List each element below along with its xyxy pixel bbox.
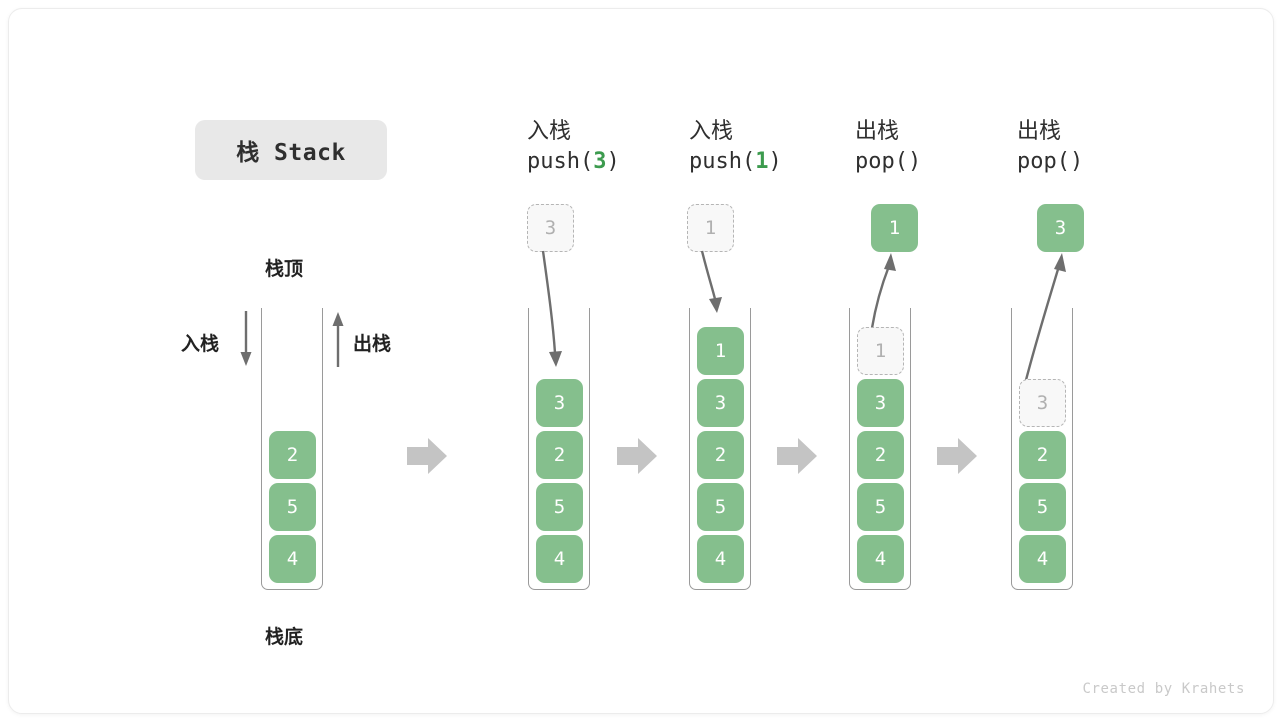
stack-container-push-1: 1 3 2 5 4 — [689, 308, 751, 590]
stack-cell: 1 — [697, 327, 744, 375]
stack-cell: 2 — [857, 431, 904, 479]
column-header-push-3: 入栈 push(3) — [527, 117, 727, 178]
column-header-cn: 出栈 — [1017, 119, 1062, 144]
stack-cell: 4 — [857, 535, 904, 583]
label-push-side: 入栈 — [181, 333, 220, 355]
stack-cell: 3 — [857, 379, 904, 427]
stack-cell: 2 — [697, 431, 744, 479]
stack-ghost-cell: 1 — [857, 327, 904, 375]
code-prefix: push( — [527, 149, 594, 175]
pop-motion-arrow-icon — [1024, 253, 1066, 381]
push-motion-arrow-icon — [541, 250, 562, 367]
code-arg: 1 — [755, 149, 769, 175]
stack-cell: 3 — [697, 379, 744, 427]
column-header-pop-1: 出栈 pop() — [855, 117, 1055, 178]
pop-direction-arrow-icon — [332, 312, 344, 367]
floating-popped-cell: 3 — [1037, 204, 1084, 252]
column-header-cn: 入栈 — [689, 119, 734, 144]
stack-cell: 3 — [536, 379, 583, 427]
floating-ghost-cell: 1 — [687, 204, 734, 252]
footer-credit: Created by Krahets — [1082, 681, 1245, 697]
stack-cell: 4 — [697, 535, 744, 583]
diagram-canvas: 栈 Stack 栈顶 栈底 入栈 出栈 2 5 4 入栈 push(3) 3 3… — [8, 8, 1274, 714]
title-text: 栈 Stack — [236, 140, 346, 166]
column-header-cn: 入栈 — [527, 119, 572, 144]
code-suffix: ) — [1069, 149, 1084, 175]
pop-motion-arrow-icon — [870, 253, 896, 329]
code-prefix: pop( — [1017, 149, 1070, 175]
stack-cell: 4 — [536, 535, 583, 583]
push-direction-arrow-icon — [240, 311, 252, 366]
code-prefix: pop( — [855, 149, 908, 175]
stack-cell: 4 — [269, 535, 316, 583]
stack-cell: 2 — [269, 431, 316, 479]
label-stack-bottom: 栈底 — [265, 626, 304, 648]
push-motion-arrow-icon — [700, 250, 722, 313]
stack-cell: 5 — [536, 483, 583, 531]
step-arrow-icon — [777, 438, 817, 474]
column-header-code: push(3) — [527, 147, 727, 177]
stack-cell: 5 — [1019, 483, 1066, 531]
code-arg: 3 — [593, 149, 607, 175]
label-pop-side: 出栈 — [353, 333, 392, 355]
stack-cell: 4 — [1019, 535, 1066, 583]
stack-container-pop-3: 3 2 5 4 — [1011, 308, 1073, 590]
label-stack-top: 栈顶 — [265, 258, 304, 280]
step-arrow-icon — [407, 438, 447, 474]
code-suffix: ) — [907, 149, 922, 175]
code-suffix: ) — [606, 149, 620, 175]
stack-container-initial: 2 5 4 — [261, 308, 323, 590]
column-header-push-1: 入栈 push(1) — [689, 117, 889, 178]
column-header-code: pop() — [855, 147, 1055, 177]
floating-ghost-cell: 3 — [527, 204, 574, 252]
column-header-code: pop() — [1017, 147, 1217, 177]
floating-popped-cell: 1 — [871, 204, 918, 252]
code-prefix: push( — [689, 149, 756, 175]
step-arrow-icon — [937, 438, 977, 474]
stack-cell: 5 — [857, 483, 904, 531]
stack-cell: 5 — [697, 483, 744, 531]
column-header-code: push(1) — [689, 147, 889, 177]
stack-cell: 2 — [536, 431, 583, 479]
code-suffix: ) — [768, 149, 782, 175]
stack-container-push-3: 3 2 5 4 — [528, 308, 590, 590]
stack-container-pop-1: 1 3 2 5 4 — [849, 308, 911, 590]
stack-ghost-cell: 3 — [1019, 379, 1066, 427]
page-title: 栈 Stack — [195, 120, 387, 180]
stack-cell: 5 — [269, 483, 316, 531]
column-header-cn: 出栈 — [855, 119, 900, 144]
step-arrow-icon — [617, 438, 657, 474]
column-header-pop-3: 出栈 pop() — [1017, 117, 1217, 178]
stack-cell: 2 — [1019, 431, 1066, 479]
